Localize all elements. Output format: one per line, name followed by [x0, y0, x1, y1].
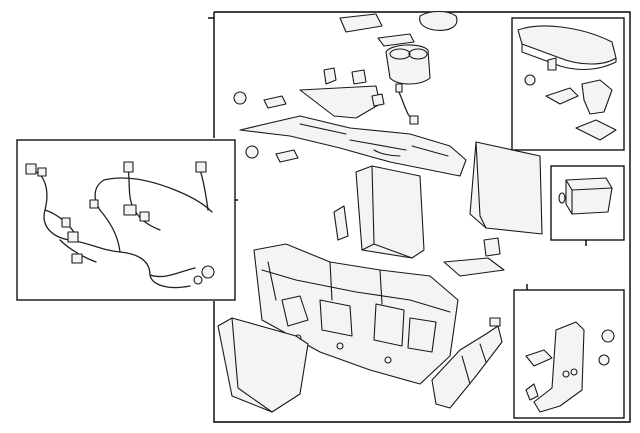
storage-bin-inset: [550, 165, 625, 241]
cupholder: [385, 44, 431, 85]
grommet-icon: [201, 265, 215, 279]
connector-icon: [71, 253, 83, 264]
side-panel-left: [355, 165, 425, 259]
connector-icon: [61, 217, 71, 228]
connector-icon: [139, 211, 150, 222]
connector-icon: [25, 163, 37, 175]
armrest-lid-inset: [511, 17, 625, 151]
main-frame: [213, 11, 631, 423]
fastener-icon: [598, 354, 610, 366]
trim-clip: [525, 349, 553, 367]
connector-icon: [67, 231, 79, 243]
fastener-icon: [547, 57, 557, 71]
side-panel-right: [469, 141, 543, 235]
power-outlet-icon: [245, 145, 259, 159]
latch-bracket: [581, 79, 613, 115]
clip-icon: [351, 69, 367, 85]
rear-bracket: [431, 325, 503, 409]
fastener-icon: [524, 74, 536, 86]
connector-icon: [195, 161, 207, 173]
console-body: [253, 243, 459, 385]
connector-icon: [89, 199, 99, 209]
cupholder-mat: [419, 10, 458, 31]
clip-icon: [558, 192, 566, 204]
storage-bin: [565, 177, 613, 215]
connector-icon: [123, 204, 137, 216]
power-outlet-icon: [263, 95, 287, 109]
wiring-harness-inset: [16, 139, 236, 301]
console-trim-plate: [239, 115, 467, 177]
power-outlet-icon: [233, 91, 247, 105]
front-lower-panel: [217, 317, 309, 413]
clip-icon: [323, 67, 337, 85]
fastener-icon: [601, 329, 615, 343]
trim-panel-inset: [513, 289, 625, 419]
grommet-icon: [193, 275, 203, 285]
console-mat: [443, 257, 505, 277]
connector-icon: [123, 161, 134, 173]
shifter-bezel: [299, 85, 381, 119]
cupholder-mat: [339, 13, 383, 33]
connector-icon: [37, 167, 47, 177]
armrest-lid: [517, 25, 617, 65]
power-outlet-icon: [275, 149, 299, 163]
trim-panel: [533, 321, 585, 413]
